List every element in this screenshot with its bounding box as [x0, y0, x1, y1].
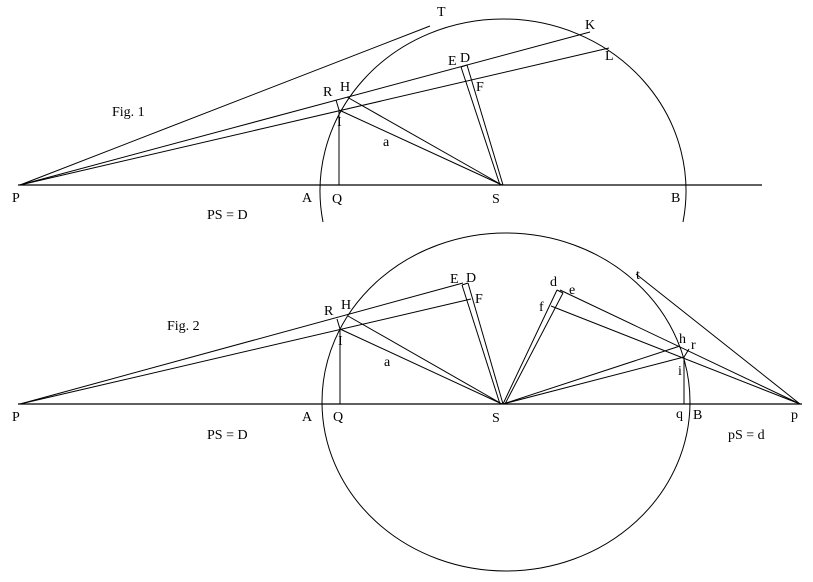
- label-D: D: [460, 51, 470, 66]
- label-A: A: [302, 191, 313, 206]
- label-E: E: [448, 54, 457, 69]
- label-A2: A: [302, 410, 313, 425]
- fig2-line-SE: [461, 284, 501, 405]
- fig2-line-SD: [467, 282, 504, 405]
- figure-2: Fig. 2 P A Q S q B p E D F R H I a d e f…: [12, 232, 802, 572]
- fig1-line-PK: [19, 31, 591, 186]
- label-S: S: [492, 192, 500, 207]
- label-K: K: [585, 18, 595, 33]
- fig2-segment-de: [556, 289, 564, 294]
- fig2-title: Fig. 2: [167, 319, 200, 334]
- label-T: T: [437, 5, 446, 20]
- label-D2: D: [466, 271, 476, 286]
- label-p: p: [791, 408, 798, 423]
- fig1-segment-RI: [335, 99, 340, 111]
- label-i: i: [678, 364, 682, 379]
- fig2-line-Sd: [502, 289, 558, 405]
- fig2-line-Si: [502, 356, 685, 405]
- label-E2: E: [450, 272, 459, 287]
- fig2-segment-ED: [461, 282, 469, 286]
- fig2-line-PE: [19, 282, 464, 405]
- fig1-orbit-arc: [319, 18, 687, 223]
- fig2-segment-ir: [683, 348, 690, 358]
- fig1-line-SE: [460, 66, 501, 186]
- label-B2: B: [693, 408, 702, 423]
- fig1-line-IS: [338, 109, 503, 186]
- label-P2: P: [12, 410, 20, 425]
- fig2-line-HS: [347, 315, 503, 405]
- fig2-equation-left: PS = D: [207, 428, 248, 443]
- fig2-segment-RI: [336, 318, 341, 330]
- label-F: F: [476, 80, 484, 95]
- figure-1: Fig. 1 P A Q S B T K L E D F R H I a PS …: [12, 5, 762, 223]
- fig2-line-Sh: [502, 345, 681, 405]
- fig1-line-PL: [19, 47, 610, 186]
- fig1-tangent-PT: [19, 25, 431, 186]
- label-f: f: [539, 300, 544, 315]
- fig1-line-HS: [346, 96, 503, 186]
- fig2-equation-right: pS = d: [728, 428, 765, 443]
- label-F2: F: [475, 292, 483, 307]
- label-P: P: [12, 191, 20, 206]
- fig1-line-SD: [466, 64, 504, 186]
- label-I2: I: [338, 334, 343, 349]
- label-Q: Q: [332, 192, 342, 207]
- label-Q2: Q: [333, 410, 343, 425]
- fig2-orbit-ellipse: [321, 232, 691, 572]
- label-H: H: [340, 80, 350, 95]
- fig2-tangent-tp: [635, 273, 801, 405]
- label-a: a: [383, 135, 390, 150]
- label-L: L: [605, 49, 614, 64]
- label-I: I: [337, 115, 342, 130]
- label-e: e: [569, 283, 575, 298]
- fig2-line-IS: [339, 328, 503, 405]
- label-B: B: [671, 191, 680, 206]
- label-a2: a: [384, 355, 391, 370]
- fig2-line-fp: [550, 305, 801, 405]
- fig1-equation: PS = D: [207, 208, 248, 223]
- label-S2: S: [492, 411, 500, 426]
- label-q: q: [676, 407, 683, 422]
- label-r: r: [691, 338, 696, 353]
- fig2-line-PF: [19, 298, 472, 405]
- label-t: t: [636, 268, 640, 283]
- label-d: d: [550, 275, 557, 290]
- label-R: R: [323, 85, 333, 100]
- label-H2: H: [341, 298, 351, 313]
- fig1-segment-ED: [460, 64, 468, 68]
- fig1-title: Fig. 1: [112, 105, 145, 120]
- fig2-line-Se: [504, 292, 564, 405]
- label-h: h: [679, 332, 686, 347]
- fig2-line-ep: [559, 289, 801, 405]
- label-R2: R: [324, 304, 334, 319]
